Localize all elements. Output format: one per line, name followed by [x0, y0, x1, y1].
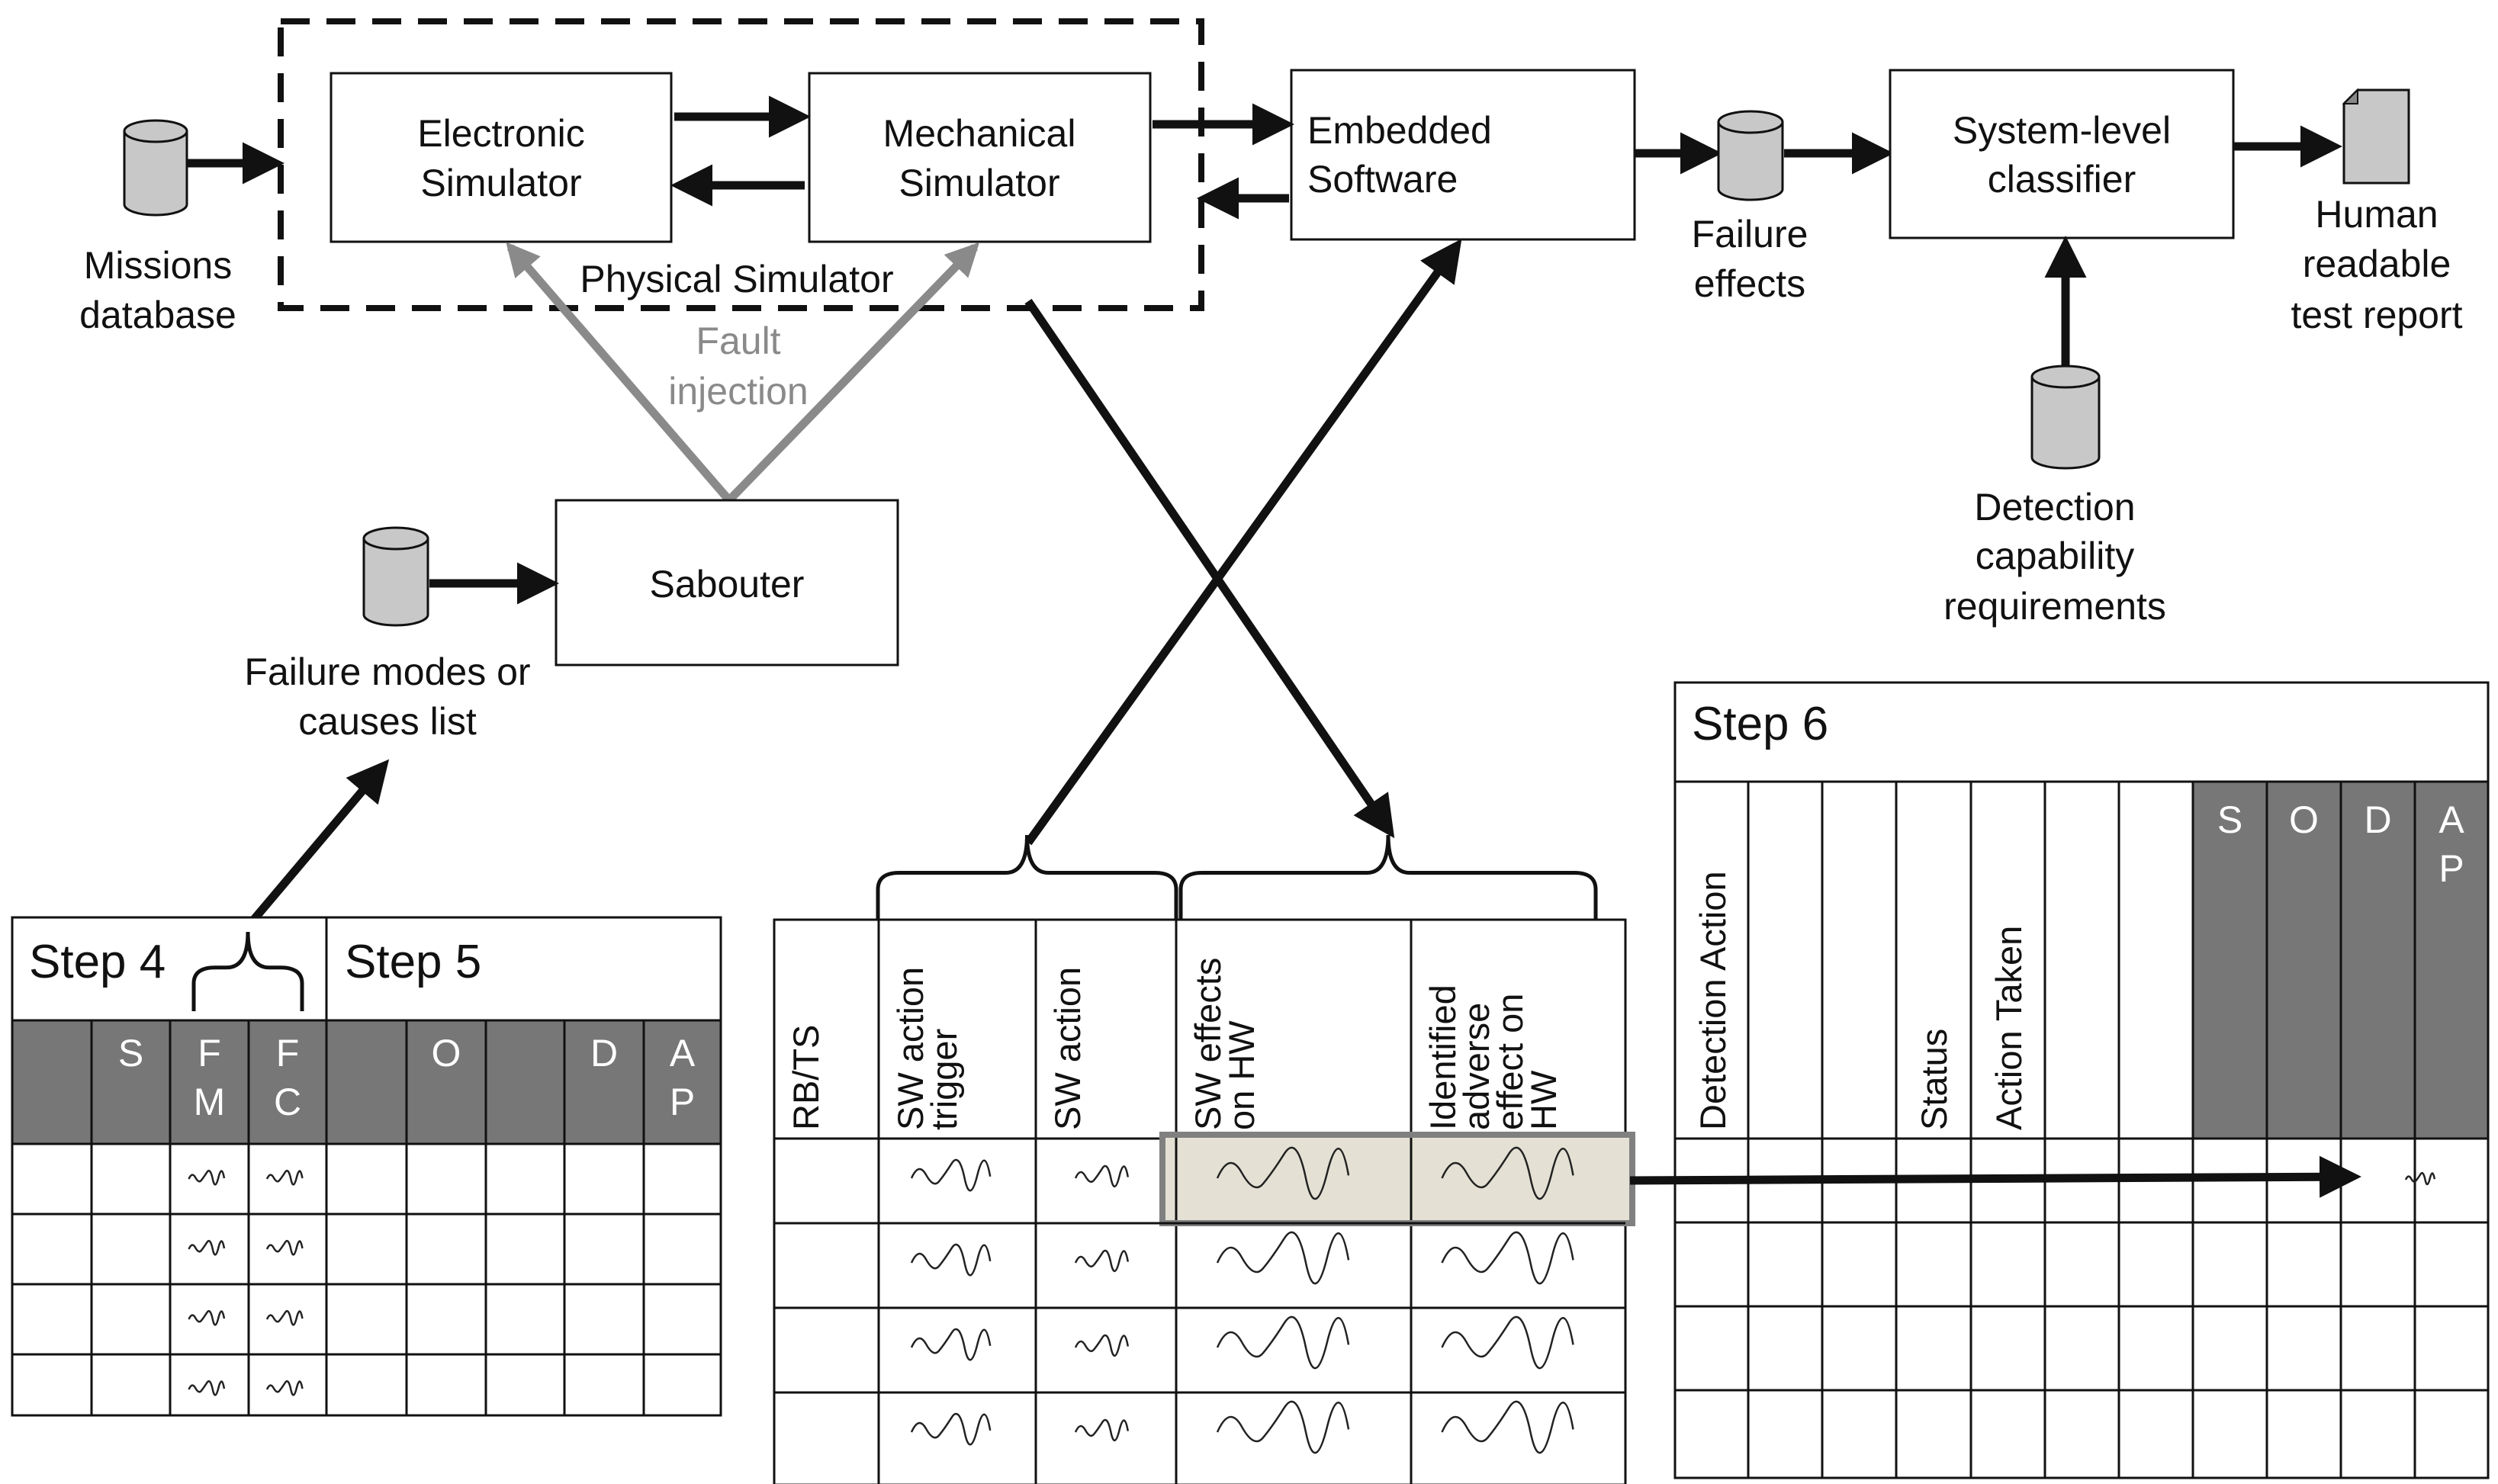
middle-scribble-adverse-0 [1441, 1146, 1574, 1200]
system-classifier-box: System-level classifier [1889, 69, 2235, 239]
electronic-simulator-label-1: Electronic [417, 112, 585, 155]
fault-arrow-mechanical [726, 242, 980, 503]
step4-title: Step 4 [29, 936, 166, 988]
test-report-label-2: readable [2303, 243, 2451, 285]
detection-label-3: requirements [1943, 585, 2166, 628]
middle-scribble-adverse-2 [1441, 1315, 1574, 1370]
missions-database-label-2: database [79, 294, 236, 336]
test-report-corner-icon [2342, 88, 2358, 104]
step4-table-frame [11, 916, 722, 1417]
middle-left-brace [876, 834, 1178, 919]
mechanical-simulator-label-2: Simulator [899, 162, 1059, 204]
step4-header-5: O [432, 1032, 461, 1074]
step4-header-7: D [590, 1032, 618, 1074]
fault-injection-label-2: injection [668, 370, 808, 413]
test-report-label-1: Human [2315, 193, 2438, 236]
step6-title: Step 6 [1692, 698, 1828, 750]
system-classifier-label-1: System-level [1953, 109, 2171, 152]
mechanical-simulator-label-1: Mechanical [883, 112, 1076, 155]
missions-database-label-1: Missions [84, 244, 232, 287]
step4-header-row [11, 1019, 722, 1145]
step4-scribble-r2-c2 [188, 1310, 226, 1326]
middle-scribble-adverse-3 [1441, 1400, 1574, 1454]
middle-scribble-action-3 [1074, 1418, 1130, 1442]
physical-simulator-label: Physical Simulator [580, 258, 893, 300]
adverse-effect-to-ap-arrow [1629, 1155, 2361, 1198]
system-classifier-label-2: classifier [1988, 158, 2136, 201]
failure-effects-label-2: effects [1694, 262, 1805, 305]
fault-injection-label-1: Fault [696, 320, 780, 362]
detection-label-2: capability [1976, 535, 2134, 577]
sabouter-label: Sabouter [650, 563, 805, 605]
detection-database-icon [2030, 365, 2101, 470]
failure-effects-database-icon [1717, 110, 1784, 201]
step4-scribble-r1-c3 [265, 1240, 304, 1256]
middle-header-2: SW action [1047, 967, 1088, 1130]
action-columns-to-software-arrow [1024, 239, 1462, 846]
embedded-software-box: Embedded Software [1290, 69, 1636, 241]
step4-scribble-r3-c2 [188, 1380, 226, 1396]
middle-scribble-adverse-1 [1441, 1231, 1574, 1285]
missions-database-icon [123, 119, 188, 217]
test-report-label-3: test report [2291, 294, 2462, 336]
step6-header-8: O [2289, 798, 2319, 841]
middle-header-1: SW actiontrigger [890, 967, 964, 1130]
embedded-software-label-1: Embedded [1307, 109, 1492, 152]
mechanical-simulator-box: Mechanical Simulator [808, 72, 1152, 243]
electronic-simulator-label-2: Simulator [420, 162, 581, 204]
step6-header-4: Action Taken [1988, 926, 2029, 1130]
step6-header-9: D [2364, 798, 2391, 841]
software-effects-table: RB/TS SW actiontrigger SW action SW effects… [773, 834, 1635, 1484]
middle-right-brace [1178, 834, 1598, 919]
step4-scribble-r2-c3 [265, 1310, 304, 1326]
step6-header-0: Detection Action [1693, 871, 1733, 1130]
simulator-to-effects-columns-arrow [1024, 298, 1395, 839]
middle-scribble-effects-2 [1216, 1315, 1350, 1370]
fault-arrow-electronic [506, 242, 733, 503]
middle-scribble-trigger-0 [910, 1158, 992, 1192]
failure-effects-label-1: Failure [1692, 213, 1808, 255]
middle-header-3: SW effectson HW [1188, 958, 1262, 1130]
step4-scribble-r0-c3 [265, 1170, 304, 1186]
adverse-effect-highlight [1159, 1132, 1635, 1226]
middle-scribble-trigger-3 [910, 1412, 992, 1446]
step4-scribble-r3-c3 [265, 1380, 304, 1396]
step6-ap-scribble [2404, 1171, 2436, 1186]
middle-header-0: RB/TS [786, 1025, 826, 1130]
middle-scribble-trigger-1 [910, 1243, 992, 1277]
embedded-software-label-2: Software [1307, 158, 1458, 201]
middle-header-4: Identifiedadverseeffect onHW [1423, 985, 1564, 1130]
step4-to-failure-modes-arrow [244, 759, 390, 930]
middle-scribble-action-0 [1074, 1164, 1130, 1188]
step4-brace [191, 931, 304, 1011]
middle-scribble-effects-1 [1216, 1231, 1350, 1285]
middle-scribble-action-1 [1074, 1249, 1130, 1273]
step5-title: Step 5 [345, 936, 481, 988]
middle-scribble-effects-3 [1216, 1400, 1350, 1454]
detection-label-1: Detection [1974, 486, 2135, 528]
sabouter-box: Sabouter [555, 499, 899, 667]
failure-modes-label-2: causes list [298, 700, 477, 743]
step6-header-7: S [2217, 798, 2242, 841]
step4-scribble-r1-c2 [188, 1240, 226, 1256]
electronic-simulator-box: Electronic Simulator [330, 72, 673, 243]
failure-modes-database-icon [362, 526, 429, 627]
middle-scribble-trigger-2 [910, 1328, 992, 1361]
middle-scribble-effects-0 [1216, 1146, 1350, 1200]
failure-modes-label-1: Failure modes or [244, 650, 530, 693]
step6-header-3: Status [1914, 1029, 1954, 1130]
step4-scribble-r0-c2 [188, 1170, 226, 1186]
middle-scribble-action-2 [1074, 1334, 1130, 1357]
step4-header-1: S [118, 1032, 143, 1074]
